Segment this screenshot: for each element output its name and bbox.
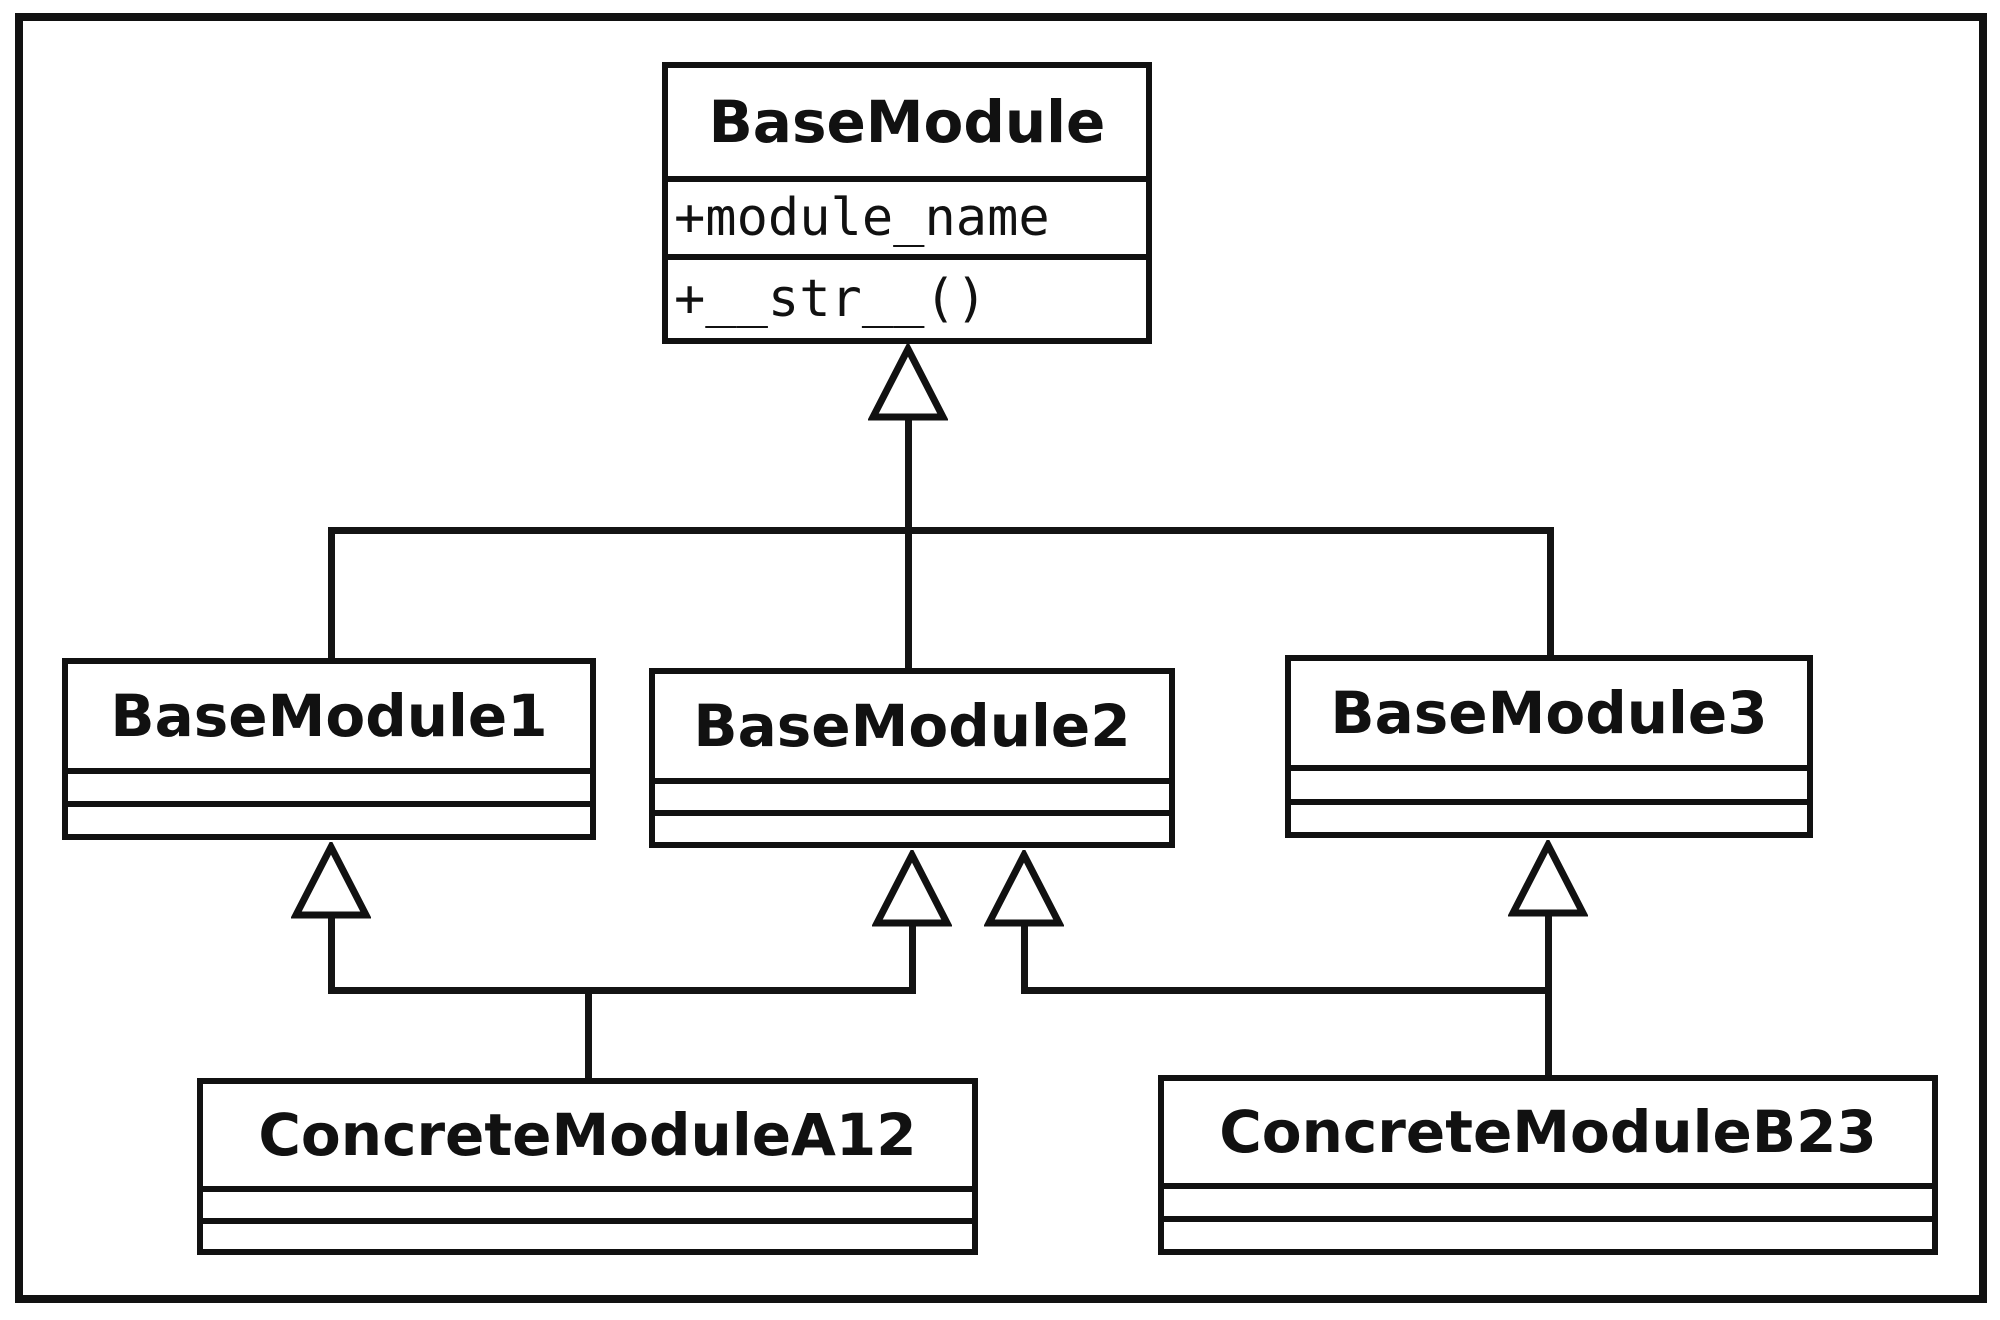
edge-drop-basemodule1 (328, 527, 335, 658)
class-basemodule3-methods-empty (1291, 798, 1807, 833)
class-basemodule2-name: BaseModule2 (693, 692, 1131, 760)
edge-a12-stem-basemodule2 (909, 920, 916, 994)
edge-b23-bus (1021, 987, 1552, 994)
class-basemodule-method: +__str__() (668, 254, 1146, 338)
class-basemodule1: BaseModule1 (62, 658, 596, 840)
class-basemodule: BaseModule +module_name +__str__() (662, 62, 1152, 344)
class-basemodule3-name: BaseModule3 (1330, 679, 1768, 747)
diagram-border-frame (15, 13, 1987, 1303)
inheritance-arrowhead-basemodule2-right-icon (984, 850, 1064, 928)
class-basemodule2: BaseModule2 (649, 668, 1175, 848)
inheritance-arrowhead-basemodule1-icon (291, 842, 371, 920)
class-basemodule3-attributes-empty (1291, 765, 1807, 799)
inheritance-arrowhead-basemodule2-left-icon (872, 850, 952, 928)
edge-b23-stem-basemodule2 (1021, 920, 1028, 994)
edge-a12-stem-basemodule1 (328, 914, 335, 994)
edge-basemodule-stem (905, 418, 912, 668)
inheritance-arrowhead-basemodule3-icon (1508, 840, 1588, 918)
class-concretemoduleb23-methods-empty (1164, 1216, 1932, 1249)
edge-drop-basemodule3 (1547, 527, 1554, 655)
class-basemodule1-methods-empty (68, 801, 590, 834)
edge-a12-bus (328, 987, 916, 994)
class-basemodule2-methods-empty (655, 810, 1169, 842)
edge-b23-stem-basemodule3 (1545, 912, 1552, 1075)
class-concretemodulea12-attributes-empty (203, 1186, 972, 1218)
edge-a12-drop (585, 987, 592, 1078)
class-basemodule-name: BaseModule (708, 88, 1106, 156)
class-basemodule1-attributes-empty (68, 768, 590, 801)
class-basemodule-attribute: +module_name (668, 176, 1146, 254)
edge-basemodule-bus (328, 527, 1554, 534)
class-concretemodulea12-methods-empty (203, 1217, 972, 1250)
class-basemodule2-attributes-empty (655, 778, 1169, 810)
class-concretemodulea12: ConcreteModuleA12 (197, 1078, 978, 1255)
class-basemodule3: BaseModule3 (1285, 655, 1813, 838)
class-basemodule1-name: BaseModule1 (110, 682, 548, 750)
inheritance-arrowhead-basemodule-icon (868, 344, 948, 422)
class-concretemoduleb23: ConcreteModuleB23 (1158, 1075, 1938, 1255)
class-concretemoduleb23-name: ConcreteModuleB23 (1219, 1098, 1877, 1166)
class-concretemodulea12-name: ConcreteModuleA12 (258, 1101, 917, 1169)
class-concretemoduleb23-attributes-empty (1164, 1183, 1932, 1216)
